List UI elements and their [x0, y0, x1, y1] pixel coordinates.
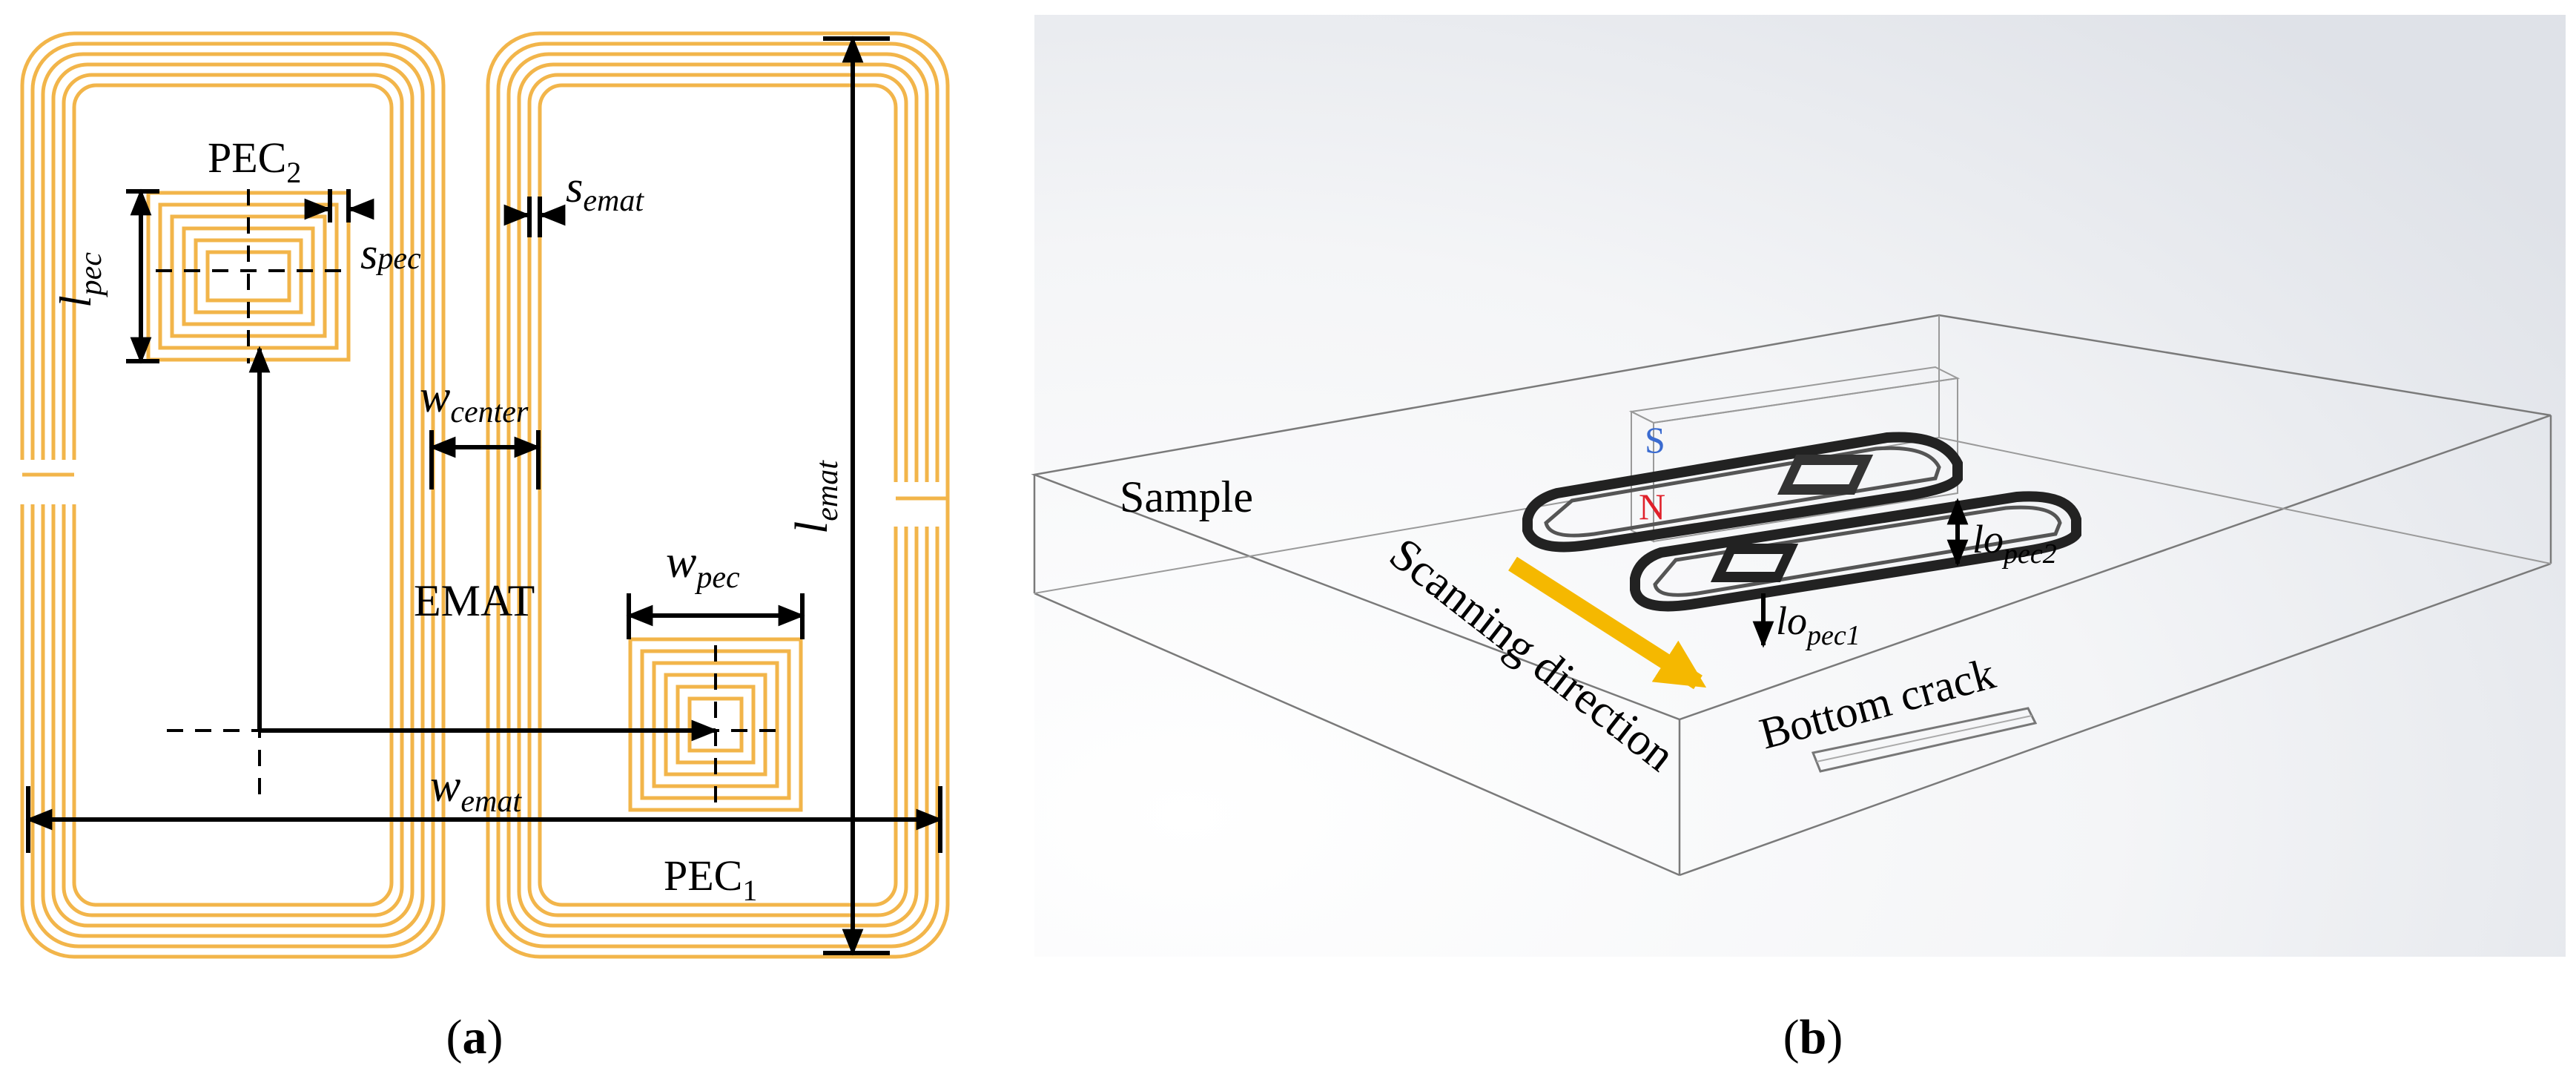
emat-coil-3d-top	[1522, 432, 1963, 553]
emat-coil-3d-bottom	[1630, 491, 2081, 612]
pec1-label: PEC1	[664, 851, 757, 907]
l-pec-label: lpec	[51, 252, 108, 308]
panel-b-3d-model: Sample Scanning direction Bottom crack S…	[1031, 15, 2566, 1064]
emat-label: EMAT	[414, 576, 535, 625]
offset-crosshair	[167, 693, 326, 801]
pec2-label: PEC2	[208, 133, 301, 189]
sample-label: Sample	[1120, 472, 1253, 521]
dimension-lines	[25, 36, 943, 956]
magnet-n-label: N	[1639, 486, 1665, 527]
l-emat-label: lemat	[787, 460, 845, 534]
pec2-crosshair	[156, 189, 341, 363]
lo-pec1-label: lopec1	[1776, 599, 1860, 651]
lo-pec2-label: lopec2	[1972, 517, 2057, 570]
bottom-crack	[1811, 707, 2038, 773]
s-pec-label: spec	[360, 229, 421, 278]
caption-a: (a)	[446, 1010, 503, 1064]
w-emat-label: wemat	[430, 761, 522, 819]
s-emat-label: semat	[566, 162, 644, 218]
pec1-coil	[628, 637, 803, 812]
magnet-s-label: S	[1645, 419, 1665, 461]
caption-b: (b)	[1783, 1010, 1843, 1064]
panel-a-coil-layout: PEC2 PEC1 EMAT lpec spec semat wcenter w…	[16, 31, 950, 1064]
sample-block	[1031, 314, 2552, 877]
w-pec-label: wpec	[666, 537, 740, 595]
scanning-arrow	[1508, 556, 1707, 690]
w-center-label: wcenter	[420, 372, 529, 429]
